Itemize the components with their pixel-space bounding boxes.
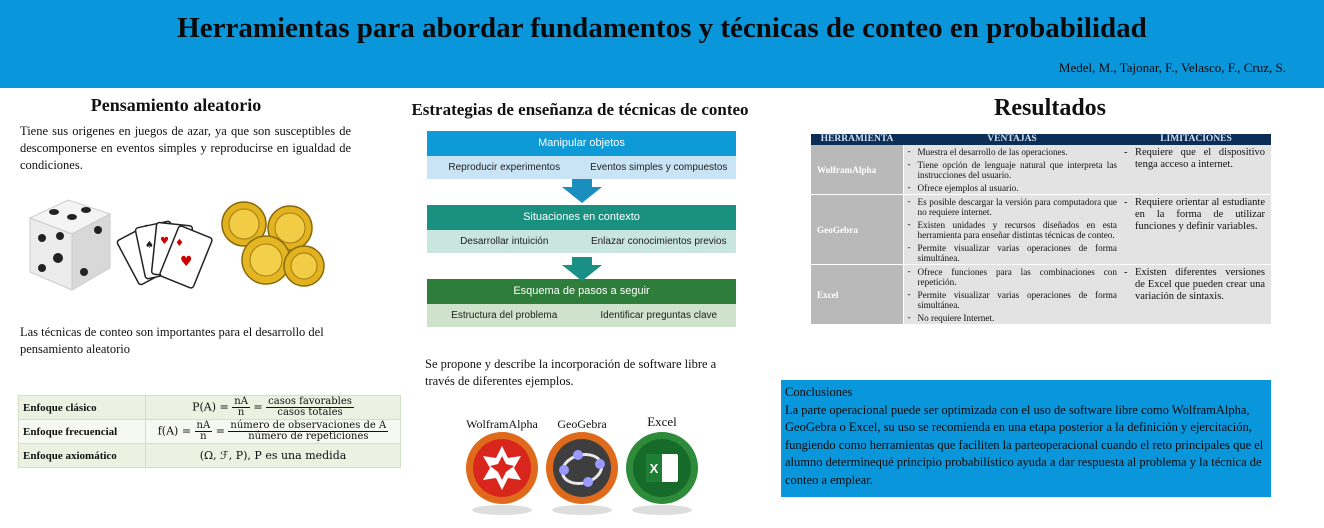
step-item: Enlazar conocimientos previos — [590, 236, 727, 247]
approach-label: Enfoque clásico — [18, 395, 146, 420]
playing-cards-icon: ♠ ♥ ♦ ♥ — [116, 220, 213, 289]
intro-text: Tiene sus origenes en juegos de azar, ya… — [20, 124, 351, 172]
svg-text:X: X — [650, 461, 659, 476]
table-row: Tiene opción de lenguaje natural que int… — [811, 158, 1271, 181]
limitation-item: Requiere orientar al estudiante en la fo… — [1121, 194, 1271, 265]
approach-label: Enfoque axiomático — [18, 443, 146, 468]
software-logos: WolframAlpha GeoGebra Excel X — [466, 414, 698, 515]
section-heading-estrategias: Estrategias de enseñanza de técnicas de … — [411, 100, 749, 119]
excel-icon: X — [626, 432, 698, 515]
column-header: HERRAMIENTA — [811, 134, 903, 145]
step-title: Manipular objetos — [427, 131, 736, 156]
limitation-item: Requiere que el dispositivo tenga acceso… — [1121, 145, 1271, 195]
step-title: Situaciones en contexto — [427, 205, 736, 230]
table-row: Permite visualizar varias operaciones de… — [811, 241, 1271, 265]
formula-lhs: f(A) = — [157, 424, 192, 438]
advantage-item: Muestra el desarrollo de las operaciones… — [902, 145, 1121, 158]
svg-text:♦: ♦ — [175, 238, 184, 249]
table-row: Existen unidades y recursos diseñados en… — [811, 218, 1271, 241]
limitation-item: Existen diferentes versiones de Excel qu… — [1121, 264, 1271, 324]
table-header-row: HERRAMIENTA VENTAJAS LIMITACIONES — [811, 134, 1271, 145]
svg-text:♥: ♥ — [160, 236, 169, 247]
frac-num: número de observaciones de A — [228, 420, 389, 432]
arrow-down-icon — [562, 257, 602, 281]
dice-icon — [28, 199, 112, 291]
arrow-down-icon — [562, 179, 602, 203]
section-heading-resultados: Resultados — [993, 95, 1107, 121]
svg-text:♥: ♥ — [180, 254, 193, 270]
frac-den: número de repeticiones — [248, 431, 369, 442]
wolfram-label: WolframAlpha — [466, 417, 538, 431]
conclusions-box: Conclusiones La parte operacional puede … — [781, 380, 1271, 497]
authors: Medel, M., Tajonar, F., Velasco, F., Cru… — [1058, 60, 1286, 75]
approach-label: Enfoque frecuencial — [18, 419, 146, 444]
table-row: Excel Ofrece funciones para las combinac… — [811, 264, 1271, 324]
step-row: Reproducir experimentos Eventos simples … — [427, 156, 736, 179]
header-banner — [0, 0, 1324, 88]
formula-lhs: P(A) = — [192, 400, 229, 414]
results-table: HERRAMIENTA VENTAJAS LIMITACIONES Wolfra… — [811, 134, 1271, 324]
svg-text:♠: ♠ — [145, 240, 154, 251]
advantage-item: Ofrece funciones para las combinaciones … — [902, 264, 1121, 288]
probability-images: ♠ ♥ ♦ ♥ — [28, 199, 325, 291]
table-row: Enfoque axiomático (Ω, ℱ, P), P es una m… — [18, 443, 401, 468]
proposal-text: Se propone y describe la incorporación d… — [425, 357, 717, 388]
gold-coins-icon — [221, 201, 325, 287]
frac-num: nA — [194, 420, 213, 432]
advantage-item: Existen unidades y recursos diseñados en… — [902, 218, 1121, 241]
advantage-item: Es posible descargar la versión para com… — [902, 194, 1121, 218]
wolframalpha-icon — [466, 432, 538, 515]
strategy-flowchart: Manipular objetos Reproducir experimento… — [427, 131, 736, 327]
step-title: Esquema de pasos a seguir — [427, 279, 736, 304]
geogebra-label: GeoGebra — [557, 417, 607, 431]
step-item: Reproducir experimentos — [448, 162, 561, 173]
table-row: Permite visualizar varias operaciones de… — [811, 288, 1271, 311]
column-header: LIMITACIONES — [1121, 134, 1271, 145]
conclusions-title: Conclusiones — [785, 385, 853, 399]
step-item: Identificar preguntas clave — [600, 310, 718, 321]
table-row: No requiere Internet. — [811, 311, 1271, 324]
advantage-item: Tiene opción de lenguaje natural que int… — [902, 158, 1121, 181]
advantage-item: Ofrece ejemplos al usuario. — [902, 181, 1121, 195]
column-header: VENTAJAS — [903, 134, 1121, 145]
geogebra-icon — [546, 432, 618, 515]
step-row: Desarrollar intuición Enlazar conocimien… — [427, 230, 736, 253]
tool-name: WolframAlpha — [811, 145, 903, 195]
step-row: Estructura del problema Identificar preg… — [427, 304, 736, 327]
frac-num: casos favorables — [266, 396, 354, 408]
step-item: Desarrollar intuición — [460, 236, 549, 247]
page-title: Herramientas para abordar fundamentos y … — [177, 12, 1147, 44]
table-row: Ofrece ejemplos al usuario. — [811, 181, 1271, 195]
importance-text: Las técnicas de conteo son importantes p… — [20, 325, 324, 356]
advantage-item: Permite visualizar varias operaciones de… — [902, 241, 1121, 265]
excel-label: Excel — [647, 414, 677, 429]
advantage-item: Permite visualizar varias operaciones de… — [902, 288, 1121, 311]
table-row: WolframAlpha Muestra el desarrollo de la… — [811, 145, 1271, 195]
frac-den: n — [200, 431, 207, 442]
section-heading-pensamiento: Pensamiento aleatorio — [90, 95, 262, 115]
frac-num: nA — [232, 396, 250, 408]
frac-den: n — [237, 407, 245, 418]
tool-name: Excel — [811, 264, 903, 324]
table-row: GeoGebra Es posible descargar la versión… — [811, 194, 1271, 265]
step-item: Estructura del problema — [451, 310, 558, 321]
advantage-item: No requiere Internet. — [902, 311, 1121, 324]
conclusions-text: La parte operacional puede ser optimizad… — [785, 402, 1264, 487]
tool-name: GeoGebra — [811, 194, 903, 265]
approach-formula: (Ω, ℱ, P), P es una medida — [145, 443, 401, 468]
step-item: Eventos simples y compuestos — [590, 162, 728, 173]
frac-den: casos totales — [277, 407, 343, 418]
